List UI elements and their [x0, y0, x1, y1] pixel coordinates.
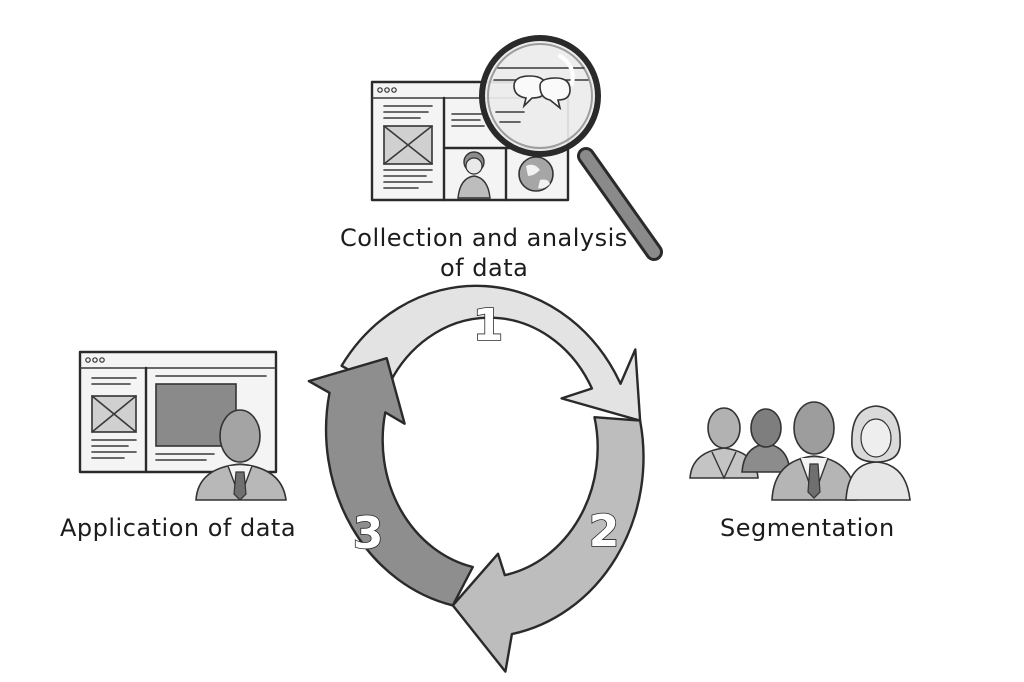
cycle: [307, 284, 645, 673]
label-collection-line-2: of data: [440, 254, 528, 282]
step-number-1: 1: [473, 300, 504, 351]
audience-group-icon: [689, 401, 911, 501]
label-collection-line-1: Collection and analysis: [340, 224, 628, 252]
cycle-arrow-3: [307, 357, 474, 607]
presenter-at-screen-icon: [78, 350, 287, 501]
step-number-2: 2: [589, 506, 620, 557]
cycle-arrow-2: [451, 416, 645, 673]
label-segmentation: Segmentation: [720, 514, 895, 542]
label-application: Application of data: [60, 514, 296, 542]
step-number-3: 3: [353, 508, 384, 559]
cycle-arrow-1: [340, 284, 642, 422]
magnifier-over-webpage-icon: [370, 35, 663, 261]
